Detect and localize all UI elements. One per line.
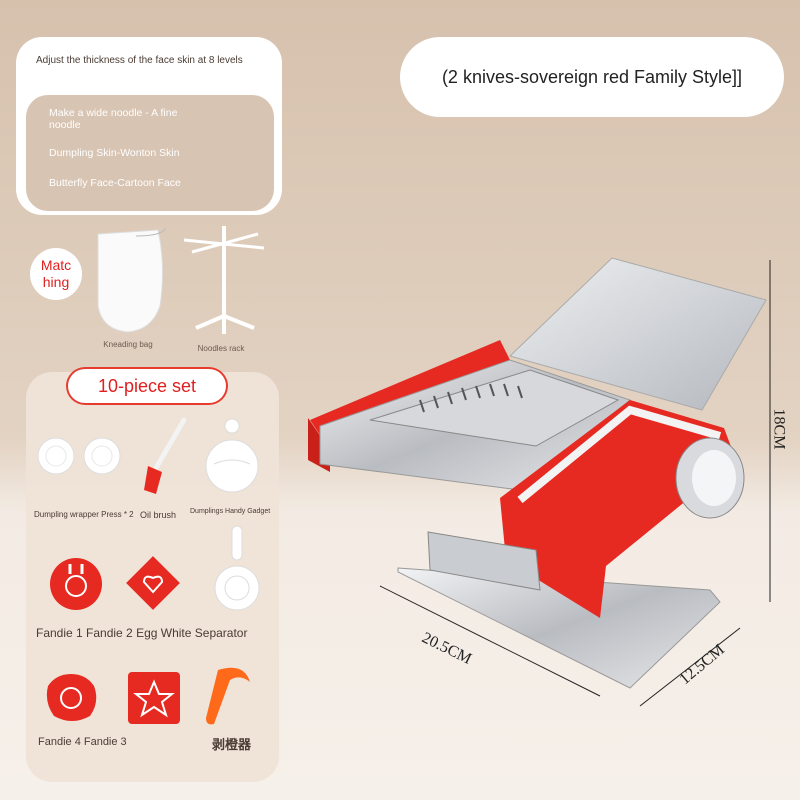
fandie-4-image <box>46 674 97 721</box>
pasta-machine-image <box>308 257 767 689</box>
set-title: 10-piece set <box>66 367 228 405</box>
height-dimension: 18CM <box>770 408 788 450</box>
kneading-bag-image <box>97 227 167 333</box>
feature-item: Butterfly Face-Cartoon Face <box>49 177 181 189</box>
dumplings-gadget-label: Dumplings Handy Gadget <box>190 508 271 515</box>
noodles-rack-image <box>183 226 265 334</box>
dumplings-gadget-image <box>205 418 259 493</box>
feature-item: Dumpling Skin-Wonton Skin <box>49 147 180 159</box>
fandie-2-image <box>126 556 180 610</box>
dumpling-press-image <box>37 437 121 475</box>
egg-separator-image <box>214 525 260 611</box>
feature-item: Make a wide noodle - A fine noodle <box>49 107 178 131</box>
fandie-1-image <box>50 558 102 610</box>
features-heading: Adjust the thickness of the face skin at… <box>36 55 243 66</box>
orange-peeler-image <box>206 667 250 725</box>
peeler-label: 剥橙器 <box>212 737 252 752</box>
fandie-3-image <box>128 672 180 724</box>
kneading-bag-label: Kneading bag <box>103 340 153 349</box>
noodles-rack-label: Noodles rack <box>197 344 245 353</box>
dimension-lines <box>379 260 771 707</box>
oil-brush-label: Oil brush <box>140 510 177 520</box>
oil-brush-image <box>144 417 187 494</box>
product-title: (2 knives-sovereign red Family Style]] <box>400 37 784 117</box>
row3-label: Fandie 4 Fandie 3 <box>38 736 127 748</box>
dumpling-press-label: Dumpling wrapper Press * 2 <box>34 510 134 519</box>
features-list: Make a wide noodle - A fine noodle Dumpl… <box>26 95 274 211</box>
features-card: Adjust the thickness of the face skin at… <box>16 37 282 215</box>
row2-label: Fandie 1 Fandie 2 Egg White Separator <box>36 626 248 640</box>
matching-badge: Matc hing <box>30 248 82 300</box>
